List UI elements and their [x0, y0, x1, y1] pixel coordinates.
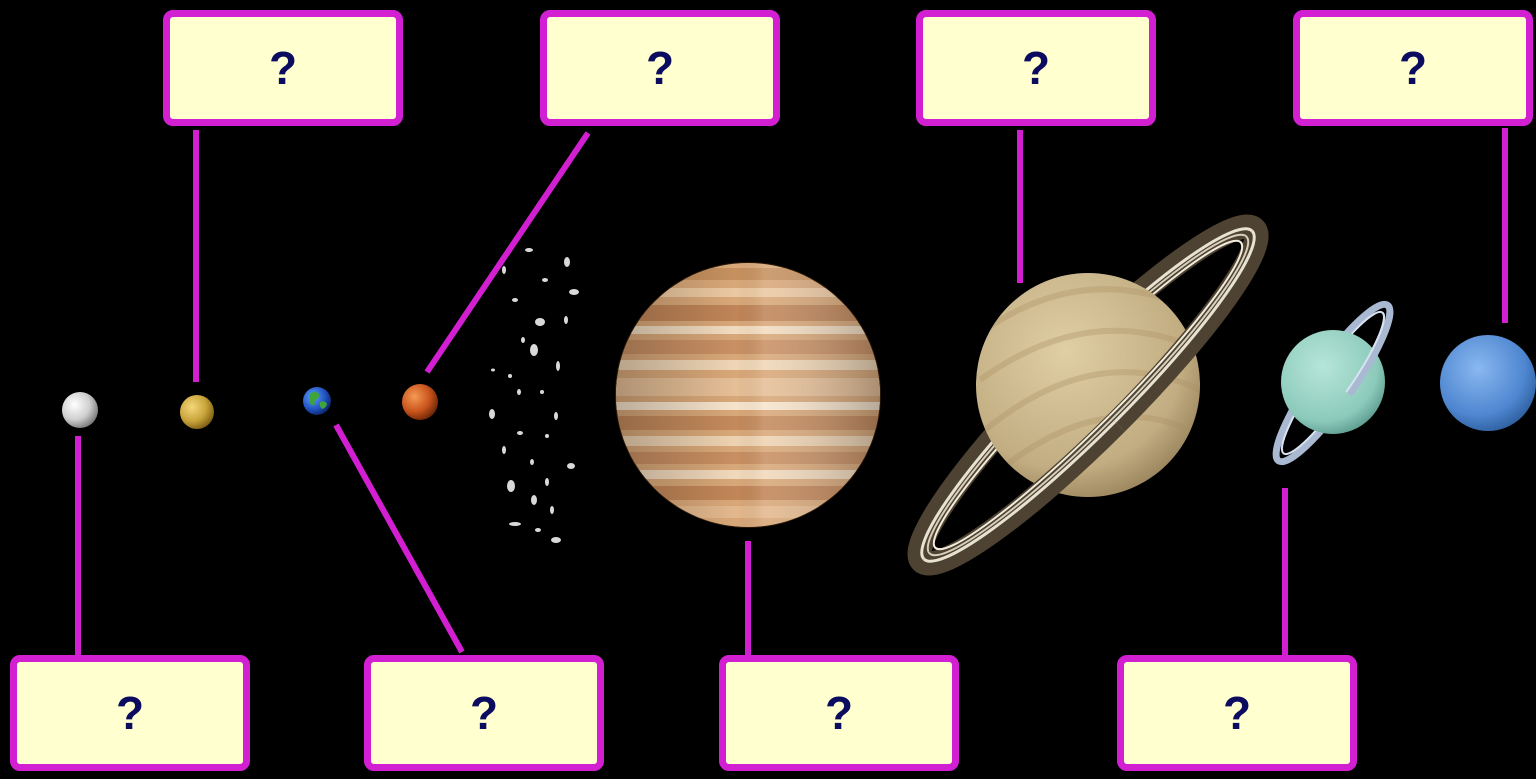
label-box-neptune[interactable]: ?: [1293, 10, 1533, 126]
label-box-earth[interactable]: ?: [364, 655, 604, 771]
mercury-icon: [62, 392, 98, 428]
earth-icon: [303, 387, 331, 415]
label-text-saturn: ?: [1022, 45, 1050, 91]
label-box-saturn[interactable]: ?: [916, 10, 1156, 126]
label-box-jupiter[interactable]: ?: [719, 655, 959, 771]
label-box-venus[interactable]: ?: [163, 10, 403, 126]
saturn-icon: [894, 201, 1283, 590]
asteroid-belt-icon: [489, 248, 579, 543]
label-text-jupiter: ?: [825, 690, 853, 736]
label-box-mars[interactable]: ?: [540, 10, 780, 126]
connector-line-mars: [427, 133, 588, 372]
connector-line-earth: [336, 425, 462, 652]
jupiter-icon: [610, 258, 890, 538]
mars-icon: [402, 384, 438, 420]
label-box-mercury[interactable]: ?: [10, 655, 250, 771]
label-text-earth: ?: [470, 690, 498, 736]
label-text-uranus: ?: [1223, 690, 1251, 736]
label-text-mercury: ?: [116, 690, 144, 736]
uranus-icon: [1262, 294, 1404, 473]
label-text-venus: ?: [269, 45, 297, 91]
venus-icon: [180, 395, 214, 429]
label-text-neptune: ?: [1399, 45, 1427, 91]
neptune-icon: [1440, 335, 1536, 431]
label-box-uranus[interactable]: ?: [1117, 655, 1357, 771]
label-text-mars: ?: [646, 45, 674, 91]
